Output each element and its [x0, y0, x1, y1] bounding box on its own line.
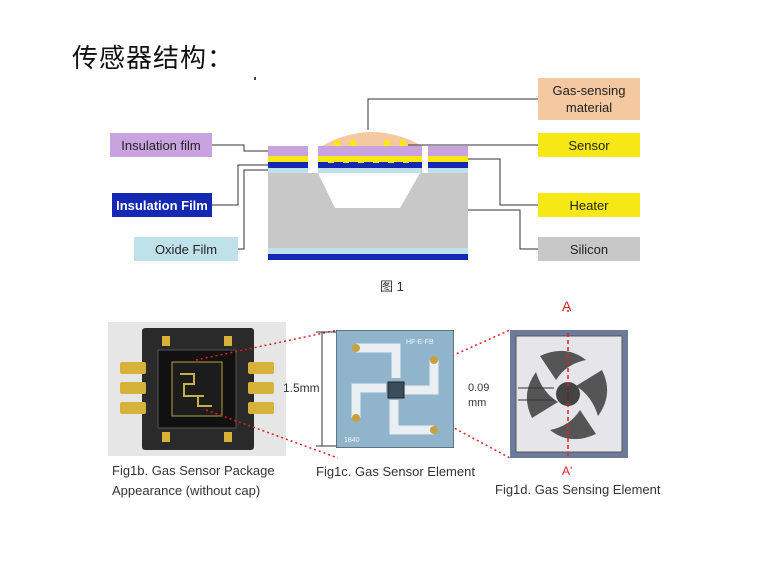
dimension-1-5mm: 1.5mm [283, 381, 320, 395]
label-gas-sensing-line2: material [565, 100, 613, 115]
label-insulation-film-top: Insulation film [110, 133, 212, 157]
label-silicon: Silicon [538, 237, 640, 261]
caption-fig1c: Fig1c. Gas Sensor Element [316, 464, 475, 479]
heater-layer-center [318, 162, 422, 168]
label-sensor: Sensor [538, 133, 640, 157]
label-heater: Heater [538, 193, 640, 217]
cross-section-diagram [212, 77, 538, 260]
gas-sensing-element-photo [510, 330, 628, 458]
sensor-element-photo: HF-E-FB 1840 [336, 330, 454, 448]
insulation-center [318, 146, 422, 156]
label-gas-sensing-line1: Gas-sensing [552, 83, 626, 98]
dimension-0-09mm-value: 0.09 [468, 382, 490, 394]
sensor-layer-right [428, 156, 468, 162]
package-photo [108, 322, 286, 456]
dimension-0-09mm-unit: mm [468, 397, 487, 409]
heater-layer-left [268, 162, 308, 168]
page-title: 传感器结构： [72, 44, 235, 74]
marker-a-bottom: A' [562, 464, 573, 478]
heater-bottom-layer [268, 254, 468, 260]
sensor-electrodes [328, 140, 409, 163]
oxide-bottom-layer [268, 248, 468, 254]
small-mark [254, 77, 256, 80]
sensor-layer-center [318, 156, 422, 162]
silicon-substrate [268, 173, 468, 248]
leader-lines [212, 98, 538, 250]
oxide-center [318, 168, 422, 173]
sensor-layer-left [268, 156, 308, 162]
insulation-left [268, 146, 308, 156]
caption-fig1d: Fig1d. Gas Sensing Element [495, 482, 661, 497]
label-gas-sensing-material: Gas-sensing material [538, 78, 640, 120]
label-oxide-film: Oxide Film [134, 237, 238, 261]
figure1-caption: 图 1 [380, 279, 404, 294]
chip-mark-top: HF-E-FB [406, 339, 434, 346]
gas-sensing-dome [322, 132, 422, 146]
oxide-left [268, 168, 308, 173]
insulation-right [428, 146, 468, 156]
marker-a-top: A [562, 298, 572, 314]
caption-fig1b-line1: Fig1b. Gas Sensor Package [112, 463, 275, 478]
heater-layer-right [428, 162, 468, 168]
chip-mark-bottom: 1840 [344, 437, 360, 444]
label-insulation-film-blue: Insulation Film [112, 193, 212, 217]
caption-fig1b-line2: Appearance (without cap) [112, 483, 261, 498]
oxide-right [428, 168, 468, 173]
